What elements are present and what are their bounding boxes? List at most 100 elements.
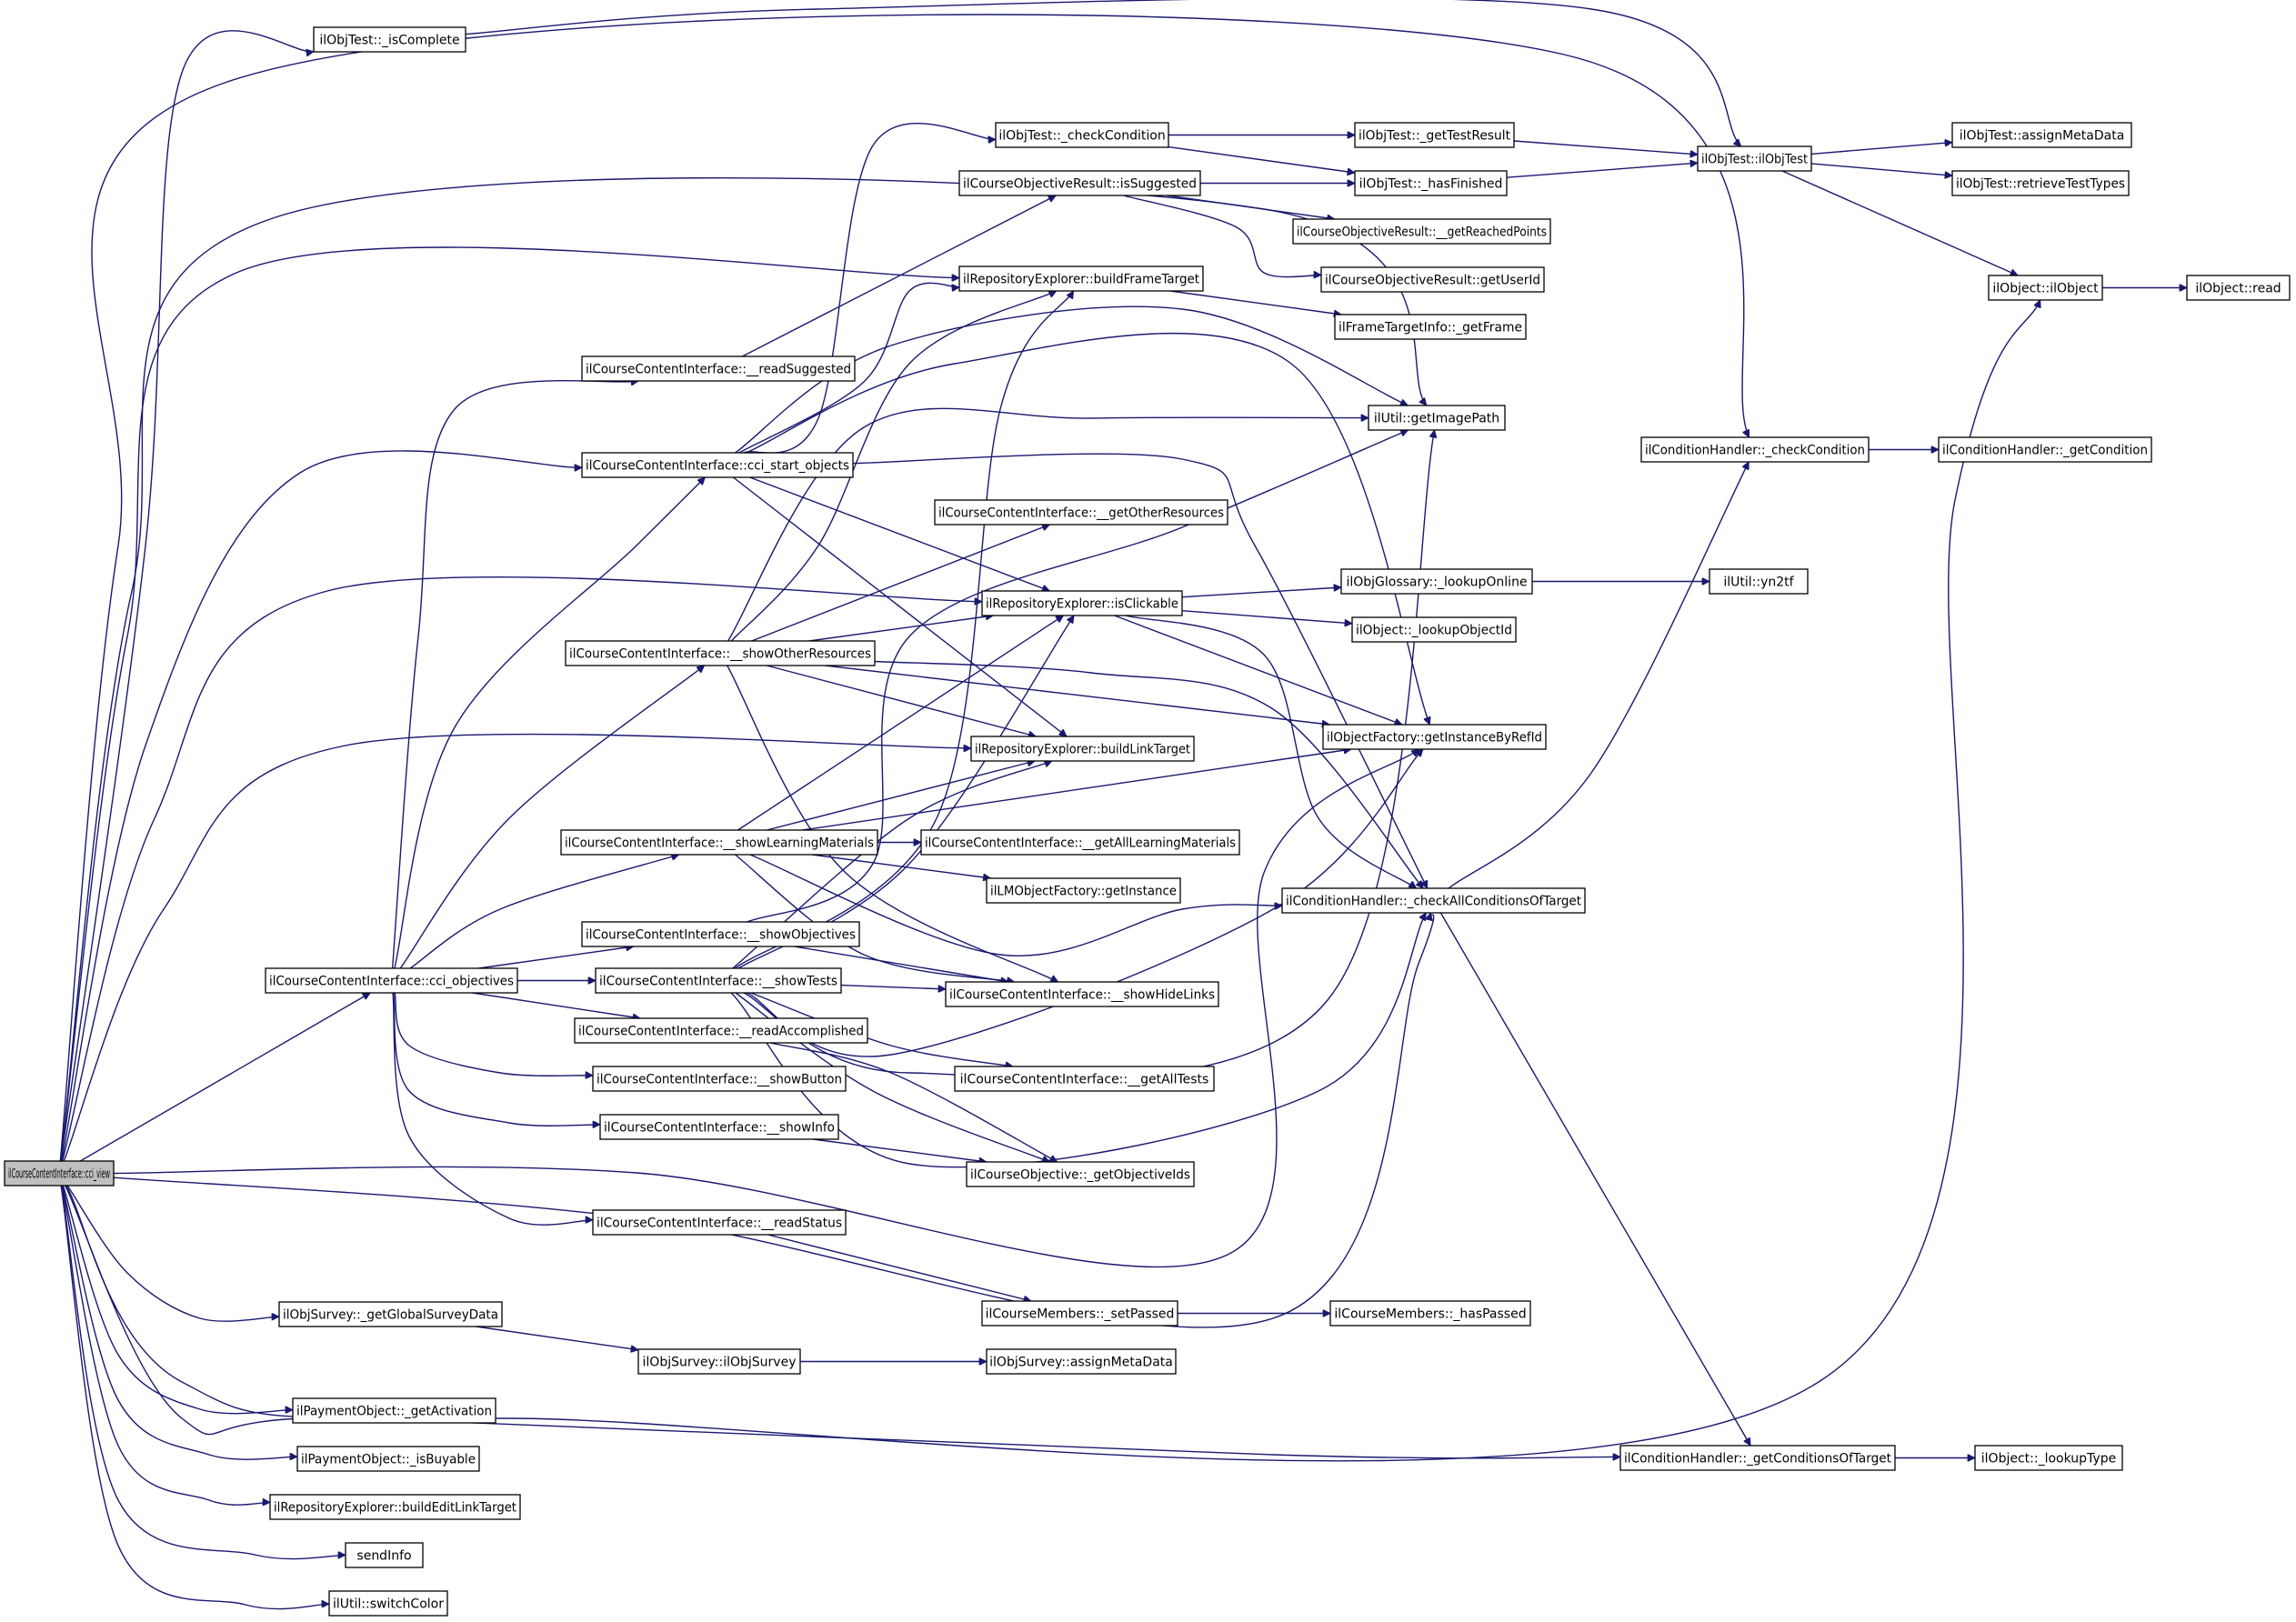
node-box[interactable] [565, 640, 876, 666]
node-getConditionsOfTarget[interactable]: ilConditionHandler::_getConditionsOfTarg… [1619, 1445, 1896, 1471]
node-box[interactable] [1951, 122, 2132, 148]
node-surveyAssignMetaData[interactable]: ilObjSurvey::assignMetaData [986, 1348, 1177, 1375]
node-lookupOnline[interactable]: ilObjGlossary::_lookupOnline [1340, 568, 1533, 595]
node-lookupType[interactable]: ilObject::_lookupType [1974, 1445, 2123, 1471]
node-yn2tf[interactable]: ilUtil::yn2tf [1709, 568, 1809, 595]
node-isSuggested[interactable]: ilCourseObjectiveResult::isSuggested [958, 170, 1201, 196]
node-getAllLearningMaterials[interactable]: ilCourseContentInterface::__getAllLearni… [920, 829, 1240, 856]
node-sendInfo[interactable]: sendInfo [345, 1542, 424, 1568]
node-box[interactable] [1351, 616, 1517, 643]
node-box[interactable] [278, 1301, 503, 1327]
node-box[interactable] [2186, 275, 2291, 301]
node-box[interactable] [958, 170, 1201, 196]
node-getReachedPoints[interactable]: ilCourseObjectiveResult::__getReachedPoi… [1292, 218, 1551, 245]
node-box[interactable] [313, 26, 466, 53]
node-startObjects[interactable]: ilCourseContentInterface::cci_start_obje… [581, 452, 854, 478]
node-getUserId[interactable]: ilCourseObjectiveResult::getUserId [1320, 266, 1545, 293]
node-getOtherResources[interactable]: ilCourseContentInterface::__getOtherReso… [934, 499, 1228, 526]
node-box[interactable] [1334, 314, 1527, 340]
node-getImagePath[interactable]: ilUtil::getImagePath [1368, 405, 1506, 431]
node-checkCondTest[interactable]: ilObjTest::_checkCondition [995, 122, 1169, 148]
node-hasFinished[interactable]: ilObjTest::_hasFinished [1354, 170, 1508, 196]
node-box[interactable] [1974, 1445, 2123, 1471]
node-box[interactable] [970, 736, 1195, 762]
node-readStatus[interactable]: ilCourseContentInterface::__readStatus [592, 1209, 847, 1236]
node-assignMetaData[interactable]: ilObjTest::assignMetaData [1951, 122, 2132, 148]
node-box[interactable] [954, 1066, 1215, 1092]
node-showObjectives[interactable]: ilCourseContentInterface::__showObjectiv… [581, 921, 860, 947]
node-readAccomplished[interactable]: ilCourseContentInterface::__readAccompli… [574, 1017, 868, 1044]
node-box[interactable] [560, 829, 878, 856]
node-box[interactable] [934, 499, 1228, 526]
node-lookupObjectId[interactable]: ilObject::_lookupObjectId [1351, 616, 1517, 643]
node-isBuyable[interactable]: ilPaymentObject::_isBuyable [296, 1446, 480, 1472]
node-getGlobalSurveyData[interactable]: ilObjSurvey::_getGlobalSurveyData [278, 1301, 503, 1327]
node-buildFrameTarget[interactable]: ilRepositoryExplorer::buildFrameTarget [958, 265, 1204, 292]
node-box[interactable] [592, 1066, 847, 1092]
node-box[interactable] [4, 1160, 115, 1186]
node-box[interactable] [1322, 724, 1547, 750]
node-box[interactable] [1619, 1445, 1896, 1471]
node-box[interactable] [1709, 568, 1809, 595]
node-showOtherResources[interactable]: ilCourseContentInterface::__showOtherRes… [565, 640, 876, 666]
node-box[interactable] [995, 122, 1169, 148]
node-ilObjTest[interactable]: ilObjTest::ilObjTest [1697, 145, 1812, 172]
node-box[interactable] [1640, 436, 1870, 463]
node-box[interactable] [296, 1446, 480, 1472]
node-box[interactable] [265, 967, 518, 994]
node-box[interactable] [581, 452, 854, 478]
node-box[interactable] [574, 1017, 868, 1044]
node-box[interactable] [328, 1590, 448, 1617]
node-box[interactable] [986, 1348, 1177, 1375]
node-box[interactable] [986, 877, 1181, 904]
node-box[interactable] [966, 1161, 1195, 1187]
node-isComplete[interactable]: ilObjTest::_isComplete [313, 26, 466, 53]
node-showHideLinks[interactable]: ilCourseContentInterface::__showHideLink… [945, 981, 1219, 1007]
node-checkAllConditions[interactable]: ilConditionHandler::_checkAllConditionsO… [1281, 887, 1586, 914]
node-box[interactable] [1697, 145, 1812, 172]
node-showButton[interactable]: ilCourseContentInterface::__showButton [592, 1066, 847, 1092]
node-box[interactable] [945, 981, 1219, 1007]
node-box[interactable] [981, 1300, 1178, 1327]
node-box[interactable] [581, 921, 860, 947]
node-readSuggested[interactable]: ilCourseContentInterface::__readSuggeste… [581, 355, 856, 382]
node-ilObjSurvey[interactable]: ilObjSurvey::ilObjSurvey [637, 1348, 801, 1375]
node-box[interactable] [637, 1348, 801, 1375]
node-box[interactable] [1988, 275, 2103, 301]
node-box[interactable] [1354, 122, 1515, 148]
node-box[interactable] [1320, 266, 1545, 293]
node-box[interactable] [1292, 218, 1551, 245]
node-setPassed[interactable]: ilCourseMembers::_setPassed [981, 1300, 1178, 1327]
node-getObjectiveIds[interactable]: ilCourseObjective::_getObjectiveIds [966, 1161, 1195, 1187]
node-buildLinkTarget[interactable]: ilRepositoryExplorer::buildLinkTarget [970, 736, 1195, 762]
node-lmGetInstance[interactable]: ilLMObjectFactory::getInstance [986, 877, 1181, 904]
node-ccObjectives[interactable]: ilCourseContentInterface::cci_objectives [265, 967, 518, 994]
node-ilObject[interactable]: ilObject::ilObject [1988, 275, 2103, 301]
node-getAllTests[interactable]: ilCourseContentInterface::__getAllTests [954, 1066, 1215, 1092]
node-box[interactable] [592, 1209, 847, 1236]
node-box[interactable] [595, 967, 842, 994]
node-getCondition[interactable]: ilConditionHandler::_getCondition [1938, 436, 2152, 463]
node-getActivation[interactable]: ilPaymentObject::_getActivation [292, 1397, 496, 1424]
node-view[interactable]: ilCourseContentInterface::cci_view [4, 1160, 115, 1186]
node-getTestResult[interactable]: ilObjTest::_getTestResult [1354, 122, 1515, 148]
node-showTests[interactable]: ilCourseContentInterface::__showTests [595, 967, 842, 994]
node-box[interactable] [981, 590, 1183, 616]
node-box[interactable] [958, 265, 1204, 292]
node-box[interactable] [599, 1114, 839, 1140]
node-box[interactable] [1951, 170, 2130, 196]
node-box[interactable] [269, 1494, 521, 1520]
node-box[interactable] [581, 355, 856, 382]
node-isClickable[interactable]: ilRepositoryExplorer::isClickable [981, 590, 1183, 616]
node-checkConditionHandler[interactable]: ilConditionHandler::_checkCondition [1640, 436, 1870, 463]
node-box[interactable] [292, 1397, 496, 1424]
node-getInstanceByRefId[interactable]: ilObjectFactory::getInstanceByRefId [1322, 724, 1547, 750]
node-box[interactable] [1368, 405, 1506, 431]
node-switchColor[interactable]: ilUtil::switchColor [328, 1590, 448, 1617]
node-retrieveTestTypes[interactable]: ilObjTest::retrieveTestTypes [1951, 170, 2130, 196]
node-read[interactable]: ilObject::read [2186, 275, 2291, 301]
node-showLearningMaterials[interactable]: ilCourseContentInterface::__showLearning… [560, 829, 878, 856]
node-hasPassed[interactable]: ilCourseMembers::_hasPassed [1329, 1300, 1531, 1327]
node-box[interactable] [920, 829, 1240, 856]
node-showInfo[interactable]: ilCourseContentInterface::__showInfo [599, 1114, 839, 1140]
